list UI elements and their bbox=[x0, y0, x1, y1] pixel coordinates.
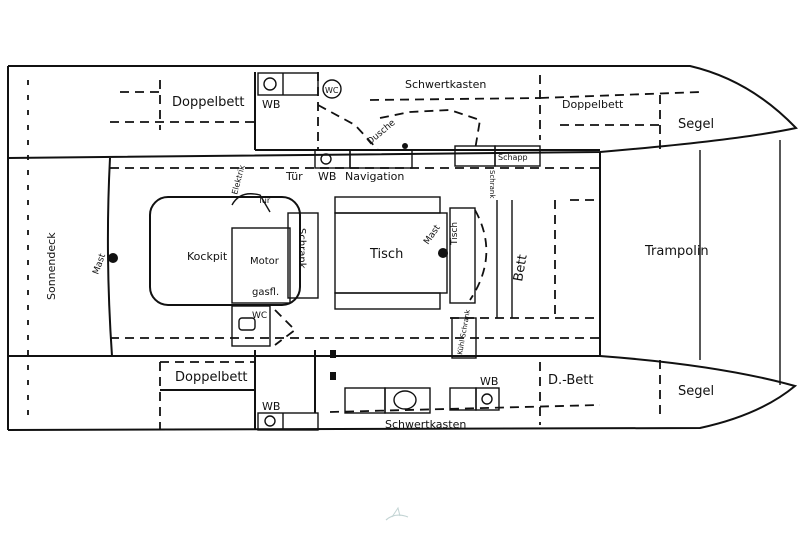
label-wb-bottom-left: WB bbox=[262, 400, 280, 413]
label-segel-top: Segel bbox=[678, 117, 714, 132]
label-tuer-cockpit: Tür bbox=[257, 196, 271, 205]
label-tuer-top: Tür bbox=[285, 170, 303, 183]
label-wb-nav: WB bbox=[318, 170, 336, 183]
label-doppelbett-bottom: Doppelbett bbox=[175, 370, 248, 385]
label-kockpit: Kockpit bbox=[187, 250, 228, 263]
label-mast-center: Mast bbox=[422, 223, 443, 247]
label-doppelbett-top-left: Doppelbett bbox=[172, 95, 245, 110]
label-wb-top-left: WB bbox=[262, 98, 280, 111]
label-tisch-side: Tisch bbox=[450, 222, 460, 246]
label-navigation: Navigation bbox=[345, 170, 404, 183]
label-doppelbett-top-right: Doppelbett bbox=[562, 98, 624, 111]
top-hull-rooms bbox=[110, 72, 701, 169]
label-dusche: Dusche bbox=[366, 118, 398, 147]
label-schrank-small: Schrank bbox=[488, 170, 496, 199]
label-wc-top: WC bbox=[325, 86, 339, 95]
flying-fish-logo-icon bbox=[385, 506, 409, 521]
label-schwertkasten-bottom: Schwertkasten bbox=[385, 418, 466, 431]
bottom-hull-rooms bbox=[159, 350, 661, 431]
label-d-bett: D.-Bett bbox=[548, 373, 593, 388]
label-segel-bottom: Segel bbox=[678, 384, 714, 399]
deck-layout bbox=[108, 167, 600, 359]
label-schwertkasten-top: Schwertkasten bbox=[405, 78, 486, 91]
label-wc-bottom: WC bbox=[252, 311, 267, 321]
label-mast-left: Mast bbox=[91, 252, 108, 276]
label-sonnendeck: Sonnendeck bbox=[45, 232, 58, 300]
label-wb-bottom-right: WB bbox=[480, 375, 498, 388]
label-motor: Motor bbox=[250, 256, 280, 267]
label-trampolin: Trampolin bbox=[644, 244, 709, 259]
label-schrank: Schrank bbox=[296, 228, 307, 269]
label-tisch-main: Tisch bbox=[369, 247, 403, 262]
label-gasfl: gasfl. bbox=[252, 287, 279, 298]
label-schapp: Schapp bbox=[498, 153, 528, 162]
label-bett: Bett bbox=[511, 253, 530, 282]
label-kuehlschrank: Kühl Schrank bbox=[456, 308, 472, 355]
